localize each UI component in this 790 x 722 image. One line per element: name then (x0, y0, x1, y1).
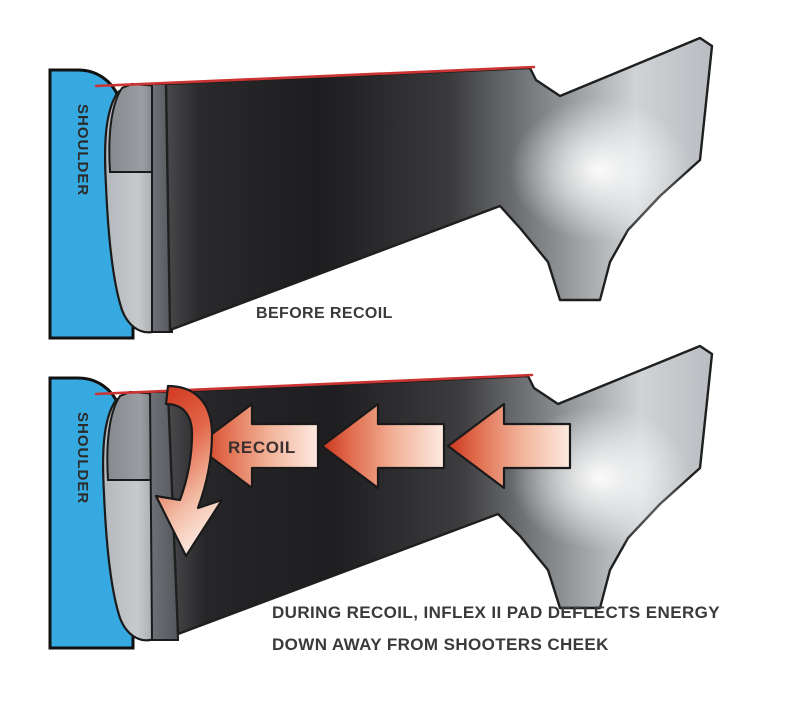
recoil-arrow-group: RECOIL (194, 402, 572, 490)
recoil-arrow-2 (320, 402, 446, 490)
caption-during-recoil-line2: DOWN AWAY FROM SHOOTERS CHEEK (272, 635, 609, 654)
caption-before-recoil: BEFORE RECOIL (256, 305, 393, 322)
stock-highlight-upper (510, 98, 690, 242)
recoil-arrow-1 (194, 402, 320, 490)
recoil-arrow-3 (446, 402, 572, 490)
caption-during-recoil-line1: DURING RECOIL, INFLEX II PAD DEFLECTS EN… (272, 603, 720, 622)
deflection-arrow (154, 384, 224, 558)
panel-during-recoil: SHOULDER RECOIL DURING (48, 344, 720, 654)
panel-before-recoil: SHOULDER BEFORE RECOIL (48, 36, 714, 340)
deflection-arrow-shape (154, 384, 224, 558)
recoil-label: RECOIL (228, 438, 296, 457)
reference-line-upper (94, 65, 536, 88)
shoulder-label-upper: SHOULDER (74, 104, 91, 196)
shoulder-label-lower: SHOULDER (74, 412, 91, 504)
